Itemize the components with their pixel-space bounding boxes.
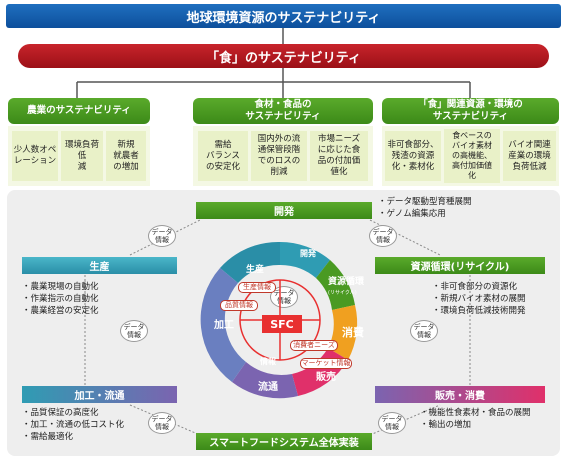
sfc-label: SFC (270, 317, 294, 331)
ring-segment-production (220, 241, 280, 283)
note-item: データ駆動型育種展開 (378, 196, 528, 208)
ring-label-distribution: 流通 (258, 380, 278, 393)
data-info-bubble: データ 情報 (148, 412, 176, 434)
note-item: 需給最適化 (22, 431, 172, 443)
ring-label-consumption: 消費 (342, 325, 364, 339)
ring-label-development: 開発 (300, 248, 317, 258)
tree-connectors (76, 28, 471, 98)
recycling-header: 資源循環(リサイクル) (375, 257, 545, 274)
sales-consumption-header: 販売・消費 (375, 386, 545, 403)
sub-item: 非可食部分、 残渣の資源 化・素材化 (385, 131, 441, 181)
ring-segment-distribution (232, 362, 298, 399)
tag-consumer-needs: 消費者ニーズ (290, 340, 338, 351)
sales-consumption-label: 販売・消費 (435, 391, 485, 402)
note-item: 加工・流通の低コスト化 (22, 419, 172, 431)
category-agriculture: 農業のサステナビリティ (8, 98, 150, 124)
ring-label-info: 情報 (259, 356, 277, 366)
production-notes: 農業現場の自動化 作業指示の自動化 農業経営の安定化 (22, 281, 172, 317)
data-info-bubble: データ 情報 (369, 225, 397, 247)
full-implementation-header: スマートフードシステム全体実装 (196, 433, 372, 450)
note-item: 非可食部分の資源化 (432, 281, 562, 293)
sales-notes: 機能性食素材・食品の展開 輸出の増加 (420, 407, 562, 431)
sfc-cycle-ring: 開発 生産 資源循環 (リサイクル) 消費 販売 流通 加工 情報 (200, 241, 365, 399)
tag-production-info: 生産情報 (238, 282, 276, 293)
production-label: 生産 (89, 262, 110, 273)
recycling-notes: 非可食部分の資源化 新規バイオ素材の展開 環境負荷低減技術開発 (432, 281, 562, 317)
development-header: 開発 (196, 202, 372, 219)
sub-item: 需給 バランス の安定化 (198, 131, 248, 181)
category-resources-environment: 「食」関連資源・環境の サステナビリティ (382, 98, 559, 124)
note-item: 品質保証の高度化 (22, 407, 172, 419)
sub-item: 環境負荷低 減 (61, 131, 103, 181)
note-item: 輸出の増加 (420, 419, 562, 431)
development-notes: データ駆動型育種展開 ゲノム編集応用 (378, 196, 528, 220)
ring-label-recycling-sub: (リサイクル) (328, 290, 357, 296)
production-header: 生産 (22, 257, 177, 274)
category-food-materials: 食材・食品の サステナビリティ (193, 98, 373, 124)
sfc-center: SFC (262, 315, 302, 333)
data-info-bubble: データ 情報 (378, 412, 406, 434)
data-info-bubble: データ 情報 (410, 320, 438, 342)
data-info-bubble: データ 情報 (120, 320, 148, 342)
category-title: 食材・食品の サステナビリティ (245, 99, 321, 122)
category-title: 「食」関連資源・環境の サステナビリティ (418, 99, 523, 122)
tag-quality-info: 品質情報 (220, 300, 258, 311)
processing-notes: 品質保証の高度化 加工・流通の低コスト化 需給最適化 (22, 407, 172, 443)
ring-label-recycling: 資源循環 (328, 275, 365, 287)
sub-item: 食ベースの バイオ素材 の高機能、 高付加価値 化 (444, 129, 500, 183)
note-item: 農業現場の自動化 (22, 281, 172, 293)
sub-item: 国内外の流 通保管段階 でのロスの 削減 (251, 131, 307, 181)
development-label: 開発 (274, 207, 294, 218)
category-title: 農業のサステナビリティ (27, 105, 131, 116)
sub-item: 少人数オペ レーション (12, 131, 58, 181)
food-sustainability-banner: 「食」のサステナビリティ (18, 44, 549, 68)
note-item: 作業指示の自動化 (22, 293, 172, 305)
ring-segment-development (280, 241, 330, 278)
note-item: ゲノム編集応用 (378, 208, 528, 220)
processing-distribution-label: 加工・流通 (74, 391, 125, 402)
full-implementation-label: スマートフードシステム全体実装 (209, 438, 359, 449)
connector-left-top (129, 219, 201, 256)
tag-market-info: マーケット情報 (300, 358, 352, 369)
ring-label-sales: 販売 (316, 370, 336, 383)
earth-sustainability-banner: 地球環境資源のサステナビリティ (6, 4, 561, 28)
data-info-bubble: データ 情報 (270, 286, 298, 308)
data-info-bubble: データ 情報 (148, 225, 176, 247)
sub-item: 新規 就農者 の増加 (106, 131, 146, 181)
note-item: 新規バイオ素材の展開 (432, 293, 562, 305)
processing-distribution-header: 加工・流通 (22, 386, 177, 403)
ring-label-processing: 加工 (213, 318, 234, 331)
sub-item: 市場ニーズ に応じた食 品の付加価 値化 (310, 131, 368, 181)
ring-segment-recycling (316, 260, 355, 310)
note-item: 環境負荷低減技術開発 (432, 305, 562, 317)
recycling-label: 資源循環(リサイクル) (410, 262, 510, 273)
ring-segment-processing (200, 268, 246, 382)
note-item: 機能性食素材・食品の展開 (420, 407, 562, 419)
sub-item: バイオ関連 産業の環境 負荷低減 (503, 131, 556, 181)
ring-label-production: 生産 (246, 263, 264, 275)
note-item: 農業経営の安定化 (22, 305, 172, 317)
